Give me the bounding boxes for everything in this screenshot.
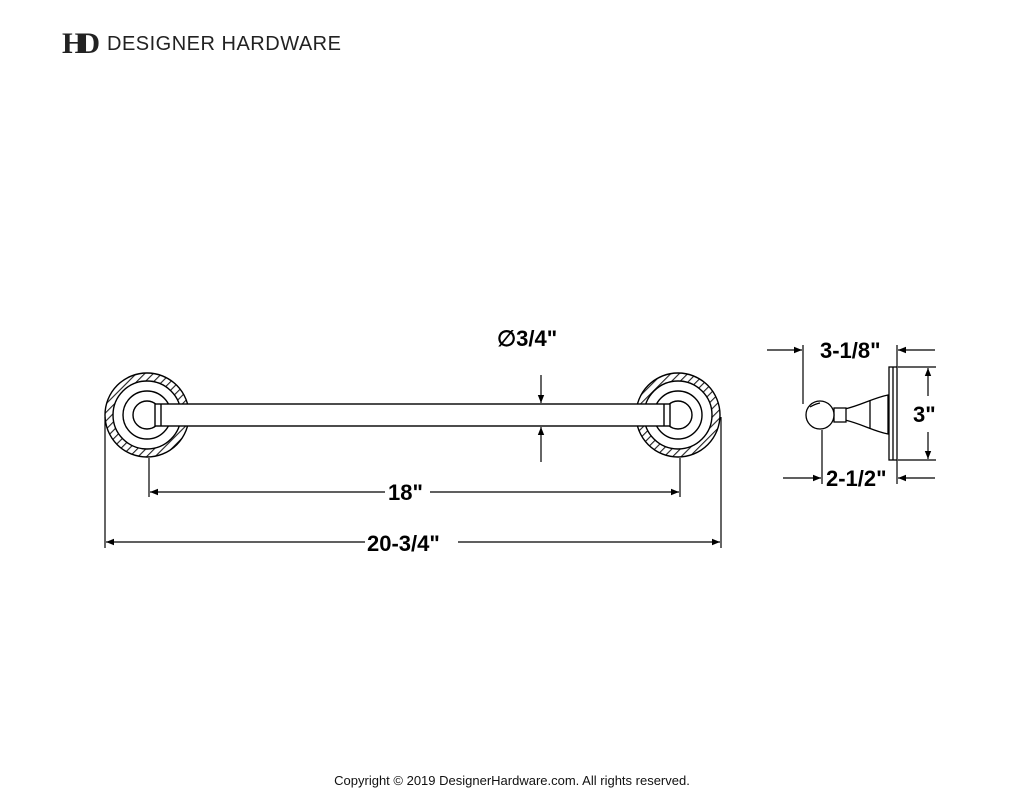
copyright-footer: Copyright © 2019 DesignerHardware.com. A… bbox=[334, 773, 690, 788]
overall-length-label: 20-3/4" bbox=[367, 531, 440, 556]
bar-end-ball bbox=[805, 400, 835, 430]
header: HD DESIGNER HARDWARE bbox=[62, 27, 341, 61]
flange-height-label: 3" bbox=[913, 402, 936, 427]
bar-projection-label: 2-1/2" bbox=[826, 466, 887, 491]
right-post bbox=[635, 372, 721, 458]
left-post bbox=[104, 372, 190, 458]
front-dimensions bbox=[104, 375, 722, 548]
diameter-label: ∅3/4" bbox=[497, 326, 557, 351]
projection-label: 3-1/8" bbox=[820, 338, 881, 363]
post-body bbox=[844, 394, 889, 435]
side-view bbox=[805, 366, 898, 461]
towel-bar-front-view bbox=[104, 372, 721, 458]
side-dimensions bbox=[767, 345, 936, 484]
towel-bar-rod bbox=[154, 403, 671, 427]
brand-name: DESIGNER HARDWARE bbox=[107, 32, 342, 55]
center-to-center-label: 18" bbox=[388, 480, 423, 505]
